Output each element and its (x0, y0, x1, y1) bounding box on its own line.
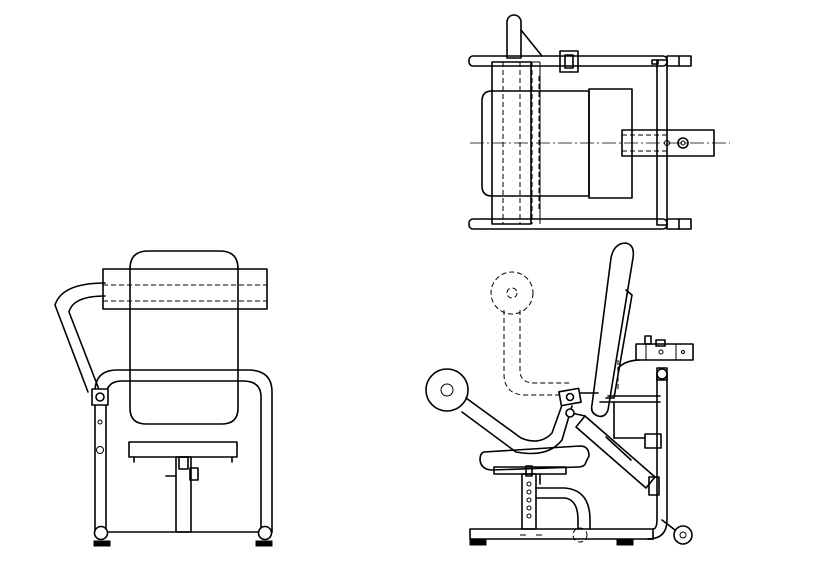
side-lower-bracket (644, 433, 662, 449)
front-seat (128, 441, 238, 458)
side-roller-upper-position (490, 271, 534, 315)
front-main-frame-outer (94, 369, 273, 533)
side-lever-arm (465, 393, 567, 442)
top-small-tab (651, 59, 659, 65)
top-adjustment-knob (677, 137, 689, 149)
top-frame-rear-tube (468, 55, 668, 67)
top-frame-side-tube (656, 59, 668, 226)
side-roller-lower-position (425, 368, 469, 412)
front-seat-knob (189, 467, 199, 481)
side-base-rail (469, 528, 654, 540)
front-roller-pad (102, 268, 268, 310)
front-lever-arm-outer (54, 282, 106, 393)
front-foot-left (93, 525, 109, 541)
side-seat-support-curve (535, 487, 591, 530)
side-base-rear-curve (647, 374, 668, 540)
side-wheel (673, 525, 693, 545)
top-view (468, 14, 730, 230)
top-clamp-block (559, 50, 579, 73)
side-foot-rear (469, 539, 487, 546)
top-seat-pad (588, 88, 633, 199)
front-lever-arm-inner (68, 295, 106, 393)
top-adjustment-housing (621, 129, 715, 157)
side-backrest-pad (590, 242, 635, 418)
front-view (54, 250, 273, 547)
side-seat-pad (479, 445, 590, 471)
top-backrest-pad (481, 90, 590, 197)
side-gas-strut (575, 415, 656, 489)
front-backrest-pad (129, 250, 239, 425)
side-foot-front (616, 539, 634, 546)
front-foot-right (257, 525, 273, 541)
side-seat-post (521, 473, 537, 530)
side-seat-knob (525, 465, 533, 477)
side-view (425, 242, 694, 546)
top-pivot-arm (506, 14, 522, 59)
